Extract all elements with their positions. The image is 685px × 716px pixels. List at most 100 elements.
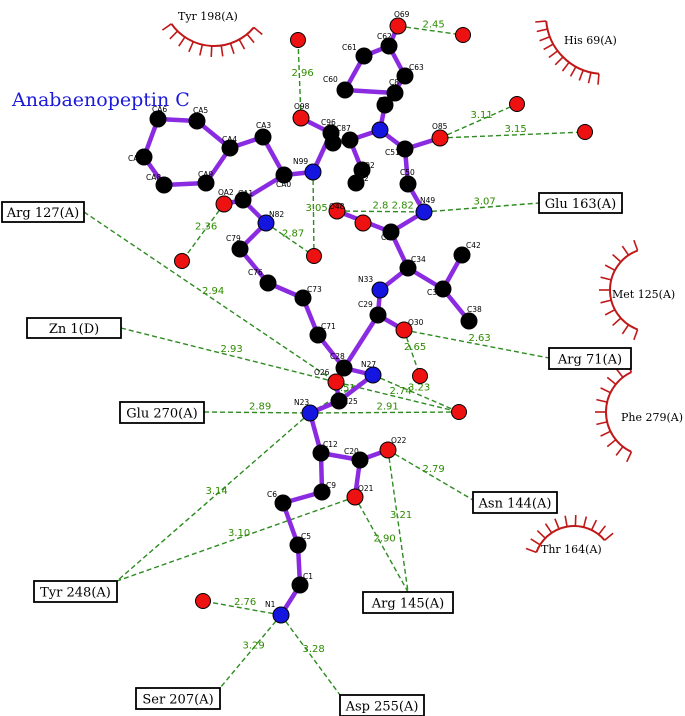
atom-label: N82: [269, 210, 284, 219]
atom-sphere: [197, 174, 215, 192]
atom-sphere: [188, 112, 206, 130]
hbond-distance-label: 2.79: [423, 464, 445, 475]
hydrophobic-spoke: [590, 519, 598, 531]
atom-sphere: [380, 37, 398, 55]
atom-label: C73: [307, 285, 322, 294]
atom-sphere: [376, 96, 394, 114]
hbond-distance-label: 2.96: [292, 68, 314, 79]
hbond-o98-w-tyr198: 2.96: [292, 39, 314, 119]
hbond-n23-w-n27: 2.91: [309, 402, 460, 414]
atom-label: CA5: [193, 106, 208, 115]
hydrophobic-spoke: [578, 69, 584, 81]
atom-n99: N99: [293, 157, 322, 181]
atom-label: N1: [265, 600, 276, 609]
hbond-line: [403, 329, 550, 359]
hydrophobic-arc: [545, 20, 600, 75]
hydrophobic-spoke: [582, 516, 588, 528]
hbond-distance-label: 2.94: [202, 286, 224, 297]
hydrophobic-spoke: [246, 33, 255, 44]
hydrophobic-spoke: [615, 446, 624, 456]
hbond-line: [116, 412, 311, 582]
hbond-line: [120, 327, 337, 383]
atom-sphere: [453, 246, 471, 264]
atom-sphere: [389, 17, 407, 35]
atom-label: O85: [432, 122, 448, 131]
atom-label: N33: [358, 275, 373, 284]
hbond-n49-glu163: 3.07: [423, 197, 540, 213]
hbond-distance-label: 2.45: [423, 20, 445, 31]
hbond-distance-label: 2.51: [334, 383, 356, 394]
atom-sphere: [291, 576, 309, 594]
water-w-o85: [577, 124, 593, 140]
hbond-distance-label: 2.87: [282, 229, 304, 240]
atom-label: C28: [330, 352, 345, 361]
hbond-line: [83, 211, 337, 383]
atom-label: C87: [336, 124, 351, 133]
atom-sphere: [328, 202, 346, 220]
atom-ca8: CA8: [146, 173, 173, 194]
hydrophobic-spoke: [536, 529, 546, 539]
residue-box-glu163: Glu 163(A): [538, 192, 623, 214]
residue-box-frame: [26, 317, 122, 339]
hbond-distance-label: 2.8 2.82: [373, 201, 414, 212]
residue-box-frame: [1, 201, 85, 223]
atom-label: C12: [323, 440, 338, 449]
atom-c42: C42: [453, 241, 481, 264]
atom-c73: C73: [294, 285, 322, 307]
hbond-line: [280, 614, 341, 696]
atom-sphere: [231, 240, 249, 258]
atom-label: C6: [267, 490, 277, 499]
atom-label: C35: [381, 233, 396, 242]
atom-c34: C34: [399, 255, 426, 277]
atom-label: CA3: [256, 121, 271, 130]
hbond-line: [387, 449, 474, 501]
hbond-line: [439, 131, 586, 139]
atom-label: C42: [466, 241, 481, 250]
hydrophobic-spoke: [604, 264, 616, 271]
hbond-distance-label: 3.23: [408, 383, 430, 394]
hbond-o22-asn144: 2.79: [387, 449, 474, 501]
hbond-line: [354, 496, 409, 593]
residue-box-frame: [33, 580, 118, 603]
atom-sphere: [386, 84, 404, 102]
atom-n85: [371, 121, 389, 139]
atom-o26: O26: [314, 368, 345, 391]
atom-o30: O30: [395, 318, 424, 339]
atom-label: CA7: [128, 154, 143, 163]
hbond-o48-n49: 2.8 2.82: [336, 201, 425, 213]
hydrophobic-spoke: [564, 515, 568, 527]
atom-o98: O98: [292, 102, 310, 127]
atom-ca3: CA3: [254, 121, 272, 146]
hydrophobic-spoke: [633, 329, 639, 341]
atom-c63: C63: [396, 63, 424, 85]
atom-label: CA0: [276, 180, 291, 189]
atom-c5: C5: [289, 532, 311, 554]
hbond-distance-label: 2.93: [221, 344, 243, 355]
hydrophobic-spoke: [569, 66, 577, 77]
atom-sphere: [155, 176, 173, 194]
hydrophobic-arc: [609, 249, 638, 331]
hbond-o21-tyr248: 3.10: [116, 496, 356, 582]
atom-n33: N33: [358, 275, 389, 299]
hydrophobic-spoke: [530, 538, 541, 546]
atom-sphere: [379, 441, 397, 459]
atom-sphere: [364, 366, 382, 384]
hydrophobic-label: Tyr 198(A): [178, 10, 238, 23]
hbond-distance-label: 3.05: [306, 203, 328, 214]
atom-sphere: [415, 203, 433, 221]
hydrophobic-spoke: [161, 23, 172, 31]
hydrophobic-spoke: [597, 525, 607, 535]
hydrophobic-spoke: [188, 41, 194, 53]
hydrophobic-contact-his69: His 69(A): [535, 20, 617, 85]
hydrophobic-spoke: [626, 451, 633, 463]
atom-c60: C60: [323, 75, 354, 99]
atom-label: O69: [394, 10, 410, 19]
residue-box-asn144: Asn 144(A): [472, 491, 558, 514]
hbond-arg127-o26: 2.94: [83, 211, 337, 383]
atom-c92: C92: [353, 161, 375, 179]
hbond-glu270-n23: 2.89: [203, 402, 311, 414]
atom-n49: N49: [415, 196, 435, 221]
hbond-oa2-w-oa2: 2.36: [181, 203, 225, 262]
atom-label: C38: [467, 305, 482, 314]
atom-c20: C20: [344, 447, 369, 469]
